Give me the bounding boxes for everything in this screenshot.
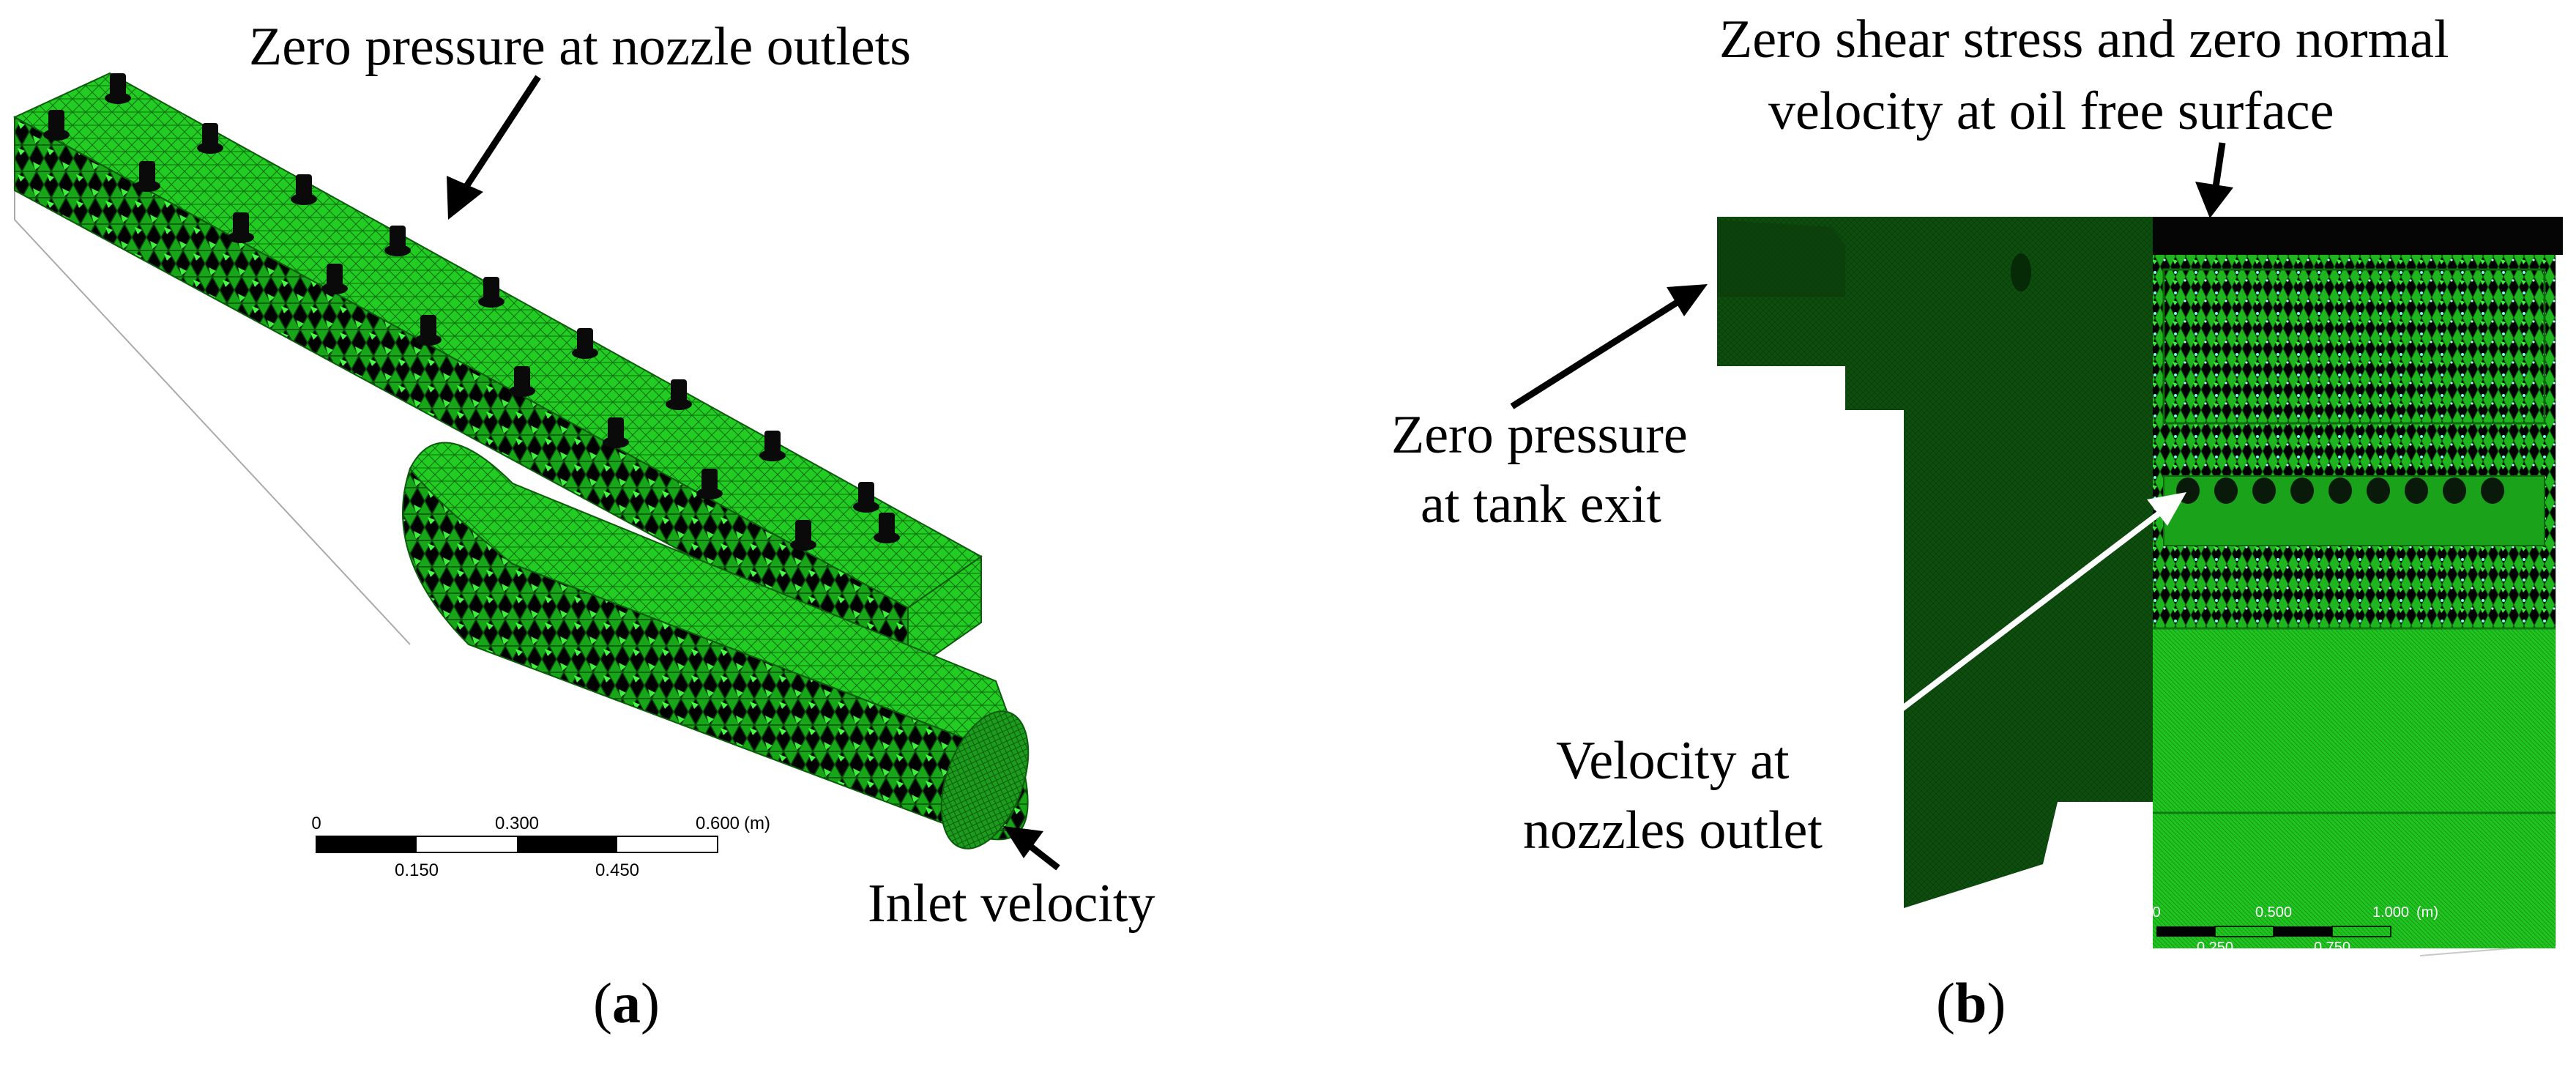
nozzle-outlet [2252,477,2276,504]
nozzle [790,520,816,551]
tank-cut-section [2153,255,2555,628]
scale-tick-label: 0.150 [395,860,439,880]
manifold-mesh-figure: 0 0.300 0.600 (m) 0.150 0.450 [12,72,1060,880]
scale-tick-label: 0.300 [495,814,539,833]
inlet-opening [940,710,1030,849]
nozzle [105,73,131,104]
scale-tick-label: 0.750 [2314,940,2350,956]
nozzle-outlet [2443,477,2466,504]
tank-mesh-figure: 0 0.500 1.000 (m) 0.250 0.750 [1510,142,2563,956]
nozzle-outlet [2367,477,2390,504]
label-tank-exit-line2: at tank exit [1421,475,1661,535]
scale-bar-a: 0 0.300 0.600 (m) 0.150 0.450 [311,814,770,880]
nozzle [291,174,317,205]
scale-tick-label: 0 [2152,904,2160,921]
arrow-tank-exit [1510,284,1708,409]
scale-tick-label: 0.600 [696,814,740,833]
nozzle [696,469,723,499]
nozzle [384,226,411,256]
nozzle [197,123,223,154]
caption-b: (b) [1936,971,2006,1035]
nozzle-outlet [2329,477,2352,504]
nozzle [603,417,629,448]
panel-a: 0 0.300 0.600 (m) 0.150 0.450 Zero press… [12,17,1155,1035]
nozzle [478,277,505,308]
label-free-surface-line2: velocity at oil free surface [1768,81,2334,141]
nozzle-outlet [2405,477,2428,504]
caption-letter: a [611,971,641,1035]
scale-bar-b: 0 0.500 1.000 (m) 0.250 0.750 [2152,904,2438,956]
label-tank-exit-line1: Zero pressure [1391,405,1688,465]
nozzle [853,482,879,513]
nozzle-outlet-row [2176,477,2504,504]
nozzle [134,161,160,192]
tank-port [2011,253,2031,291]
tank-lower-mesh [2153,628,2555,948]
nozzle-array [43,73,900,551]
nozzle [572,328,598,359]
scale-tick-label: 0.500 [2255,904,2292,921]
scale-tick-label: 0.450 [595,860,639,880]
scale-tick-label: 1.000 [2372,904,2409,921]
panel-b: 0 0.500 1.000 (m) 0.250 0.750 Zero shear… [1289,0,2576,1067]
arrow-inlet [1003,826,1060,871]
inlet-pipe-top [409,442,1027,763]
scale-unit: (m) [2416,904,2438,921]
arrow-free-surface [2195,142,2233,218]
nozzle-outlet [2481,477,2504,504]
nozzle-outlet [2214,477,2238,504]
nozzle [43,110,70,141]
nozzle [874,513,900,543]
caption-a: (a) [593,971,660,1035]
scale-tick-label: 0 [311,814,321,833]
label-nozzles-line1: Velocity at [1556,731,1790,791]
nozzle [666,379,692,410]
nozzle [228,212,254,243]
cut-inner-wall [2162,268,2546,425]
scale-tick-label: 0.250 [2197,940,2233,956]
label-nozzle-outlets: Zero pressure at nozzle outlets [249,17,912,77]
label-nozzles-line2: nozzles outlet [1523,800,1823,860]
label-free-surface-line1: Zero shear stress and zero normal [1719,10,2449,70]
nozzle-outlet [2290,477,2314,504]
exit-pipe-shade [1717,220,1857,297]
tank-mid-side [2058,557,2153,802]
caption-letter: b [1954,971,1987,1035]
nozzle [759,431,786,461]
arrow-nozzles-outlet [1869,492,2186,735]
nozzle [321,264,348,294]
nozzle [415,315,442,346]
label-inlet-velocity: Inlet velocity [868,874,1155,934]
nozzle [509,366,535,397]
scale-unit: (m) [744,814,770,833]
arrow-nozzle-outlets [447,75,541,220]
